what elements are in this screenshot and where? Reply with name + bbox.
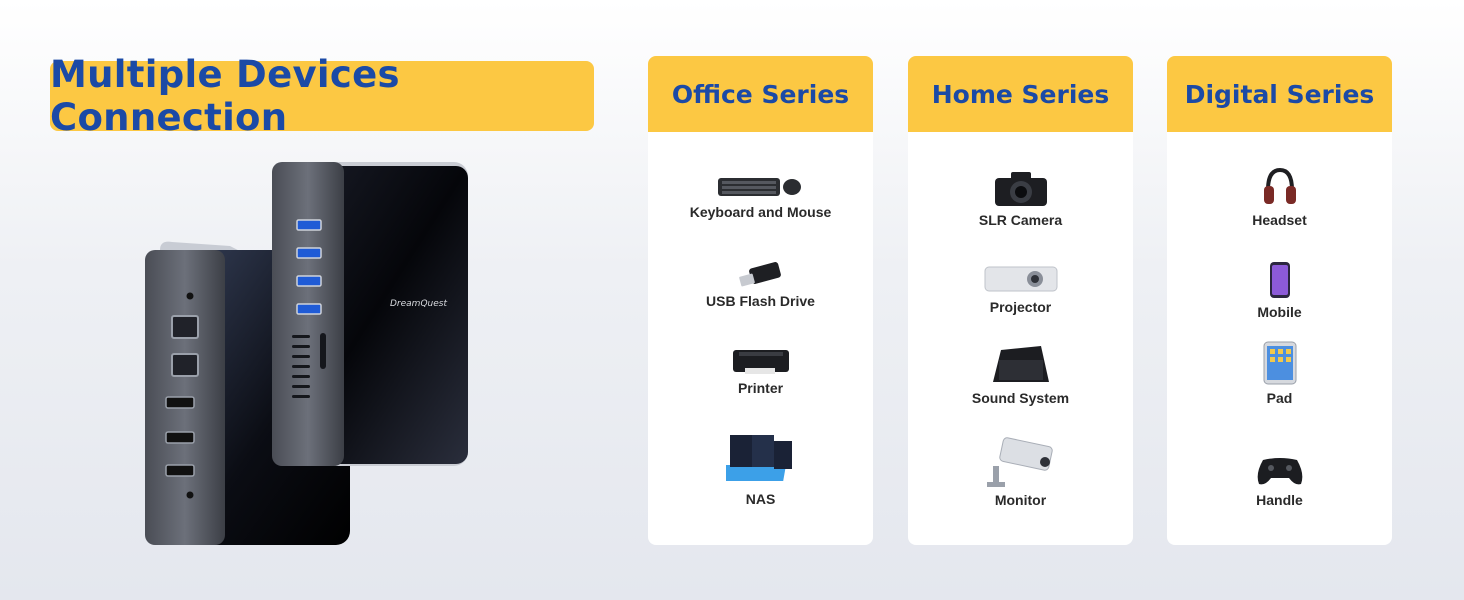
- mobile-phone-icon: [1269, 262, 1290, 298]
- office-series-header: Office Series: [648, 56, 873, 132]
- docking-station-image: DreamQuest: [145, 162, 468, 545]
- keyboard-mouse-icon: [717, 178, 801, 196]
- list-item: Monitor: [908, 436, 1133, 508]
- home-series-header: Home Series: [908, 56, 1133, 132]
- tablet-icon: [1263, 341, 1296, 385]
- list-item: Sound System: [908, 342, 1133, 406]
- list-item: NAS: [648, 431, 873, 507]
- slr-camera-icon: [994, 172, 1047, 206]
- sound-system-icon: [992, 346, 1049, 382]
- home-series-title: Home Series: [931, 79, 1110, 109]
- item-label: Handle: [1256, 492, 1303, 508]
- list-item: USB Flash Drive: [648, 261, 873, 309]
- item-label: Monitor: [994, 492, 1047, 508]
- list-item: Pad: [1167, 340, 1392, 406]
- item-label: Projector: [989, 299, 1052, 315]
- list-item: Headset: [1167, 166, 1392, 228]
- nas-icon: [725, 435, 792, 481]
- item-label: SLR Camera: [978, 212, 1063, 228]
- gamepad-icon: [1257, 458, 1302, 485]
- item-label: USB Flash Drive: [706, 293, 815, 309]
- digital-series-card: Digital Series Headset Mobile Pad Handle: [1167, 56, 1392, 545]
- office-series-title: Office Series: [671, 79, 850, 109]
- page-title: Multiple Devices Connection: [50, 53, 400, 139]
- projector-icon: [984, 266, 1057, 292]
- item-label: Mobile: [1257, 304, 1302, 320]
- office-series-card: Office Series Keyboard and Mouse USB Fla…: [648, 56, 873, 545]
- home-series-card: Home Series SLR Camera Projector Sound S…: [908, 56, 1133, 545]
- digital-series-header: Digital Series: [1167, 56, 1392, 132]
- item-label: Keyboard and Mouse: [689, 204, 832, 220]
- svg-text:DreamQuest: DreamQuest: [390, 299, 447, 309]
- printer-icon: [732, 350, 789, 374]
- security-camera-icon: [986, 437, 1053, 487]
- usb-flash-drive-icon: [738, 262, 781, 287]
- list-item: Projector: [908, 263, 1133, 315]
- list-item: Printer: [648, 346, 873, 396]
- item-label: NAS: [745, 491, 776, 507]
- headset-icon: [1263, 167, 1296, 204]
- item-label: Pad: [1266, 390, 1293, 406]
- item-label: Printer: [737, 380, 784, 396]
- list-item: Mobile: [1167, 260, 1392, 320]
- docking-station-illustration: DreamQuest: [120, 150, 490, 560]
- list-item: Keyboard and Mouse: [648, 172, 873, 220]
- list-item: SLR Camera: [908, 168, 1133, 228]
- digital-series-title: Digital Series: [1184, 79, 1375, 109]
- list-item: Handle: [1167, 454, 1392, 508]
- item-label: Headset: [1252, 212, 1307, 228]
- item-label: Sound System: [971, 390, 1070, 406]
- title-banner: Multiple Devices Connection: [50, 53, 594, 139]
